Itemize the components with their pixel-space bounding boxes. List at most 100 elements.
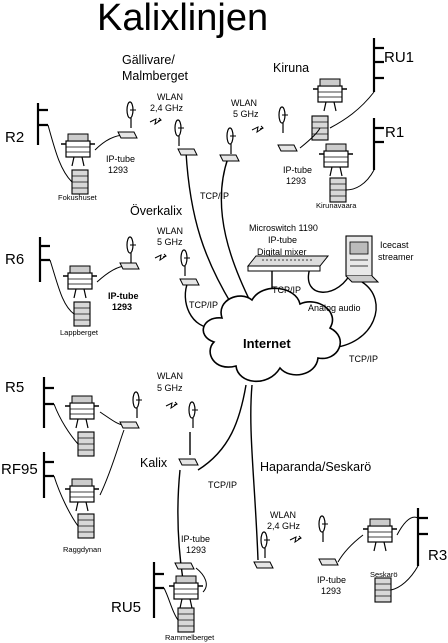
wlan-haparanda-line1: WLAN: [270, 510, 296, 520]
mast-ru1: [372, 38, 384, 92]
link-analog-audio: [307, 267, 353, 293]
box-kiruna-site: [277, 144, 298, 152]
mast-rf95: [42, 452, 54, 498]
tcpip-label-kalix: TCP/IP: [208, 480, 237, 490]
tcpip-label-studio: TCP/IP: [272, 285, 301, 295]
dish-gallivare-left: [126, 101, 137, 129]
wlan-gallivare-line2: 2,4 GHz: [150, 103, 184, 113]
location-lappberget: Lappberget: [60, 328, 99, 337]
mixer-line3: Digital mixer: [257, 247, 307, 257]
lappberget-iptube-2: 1293: [112, 302, 132, 312]
link-streamer-internet: [329, 281, 377, 349]
diagram-title: Kalixlinjen: [97, 0, 268, 39]
seskaro-iptube-1: IP-tube: [317, 575, 346, 585]
receiver-r6: R6: [5, 251, 24, 268]
wlan-overkalix-line1: WLAN: [157, 226, 183, 236]
location-kirunavaara: Kirunavaara: [316, 201, 357, 210]
box-kalix: [178, 458, 199, 466]
site-gallivare-line1: Gällivare/: [122, 53, 175, 67]
site-kalix: Kalix: [140, 456, 168, 470]
kiruna-iptube-1: IP-tube: [283, 165, 312, 175]
dish-kiruna-left: [226, 127, 237, 155]
transmitter-raggdynan-rf95: [64, 478, 100, 512]
receiver-r2: R2: [5, 129, 24, 146]
cabinet-seskaro: [374, 577, 392, 603]
transmitter-rammelberget: [168, 575, 204, 609]
cabinet-lappberget: [73, 301, 91, 327]
wlan-overkalix-line2: 5 GHz: [157, 237, 183, 247]
transmitter-raggdynan-r5: [64, 395, 100, 429]
location-seskaro: Seskarö: [370, 570, 398, 579]
box-kiruna-studio: [219, 154, 240, 162]
wlan-kiruna-line1: WLAN: [231, 98, 257, 108]
dish-overkalix-left: [126, 236, 137, 264]
internet-label: Internet: [243, 336, 291, 351]
dish-overkalix-right: [180, 249, 191, 277]
fokushuset-iptube-1: IP-tube: [106, 154, 135, 164]
mast-ru5: [152, 562, 164, 618]
cabinet-kiruna-r1: [329, 177, 347, 203]
wlan-raggdynan-line2: 5 GHz: [157, 383, 183, 393]
kiruna-iptube-2: 1293: [286, 176, 306, 186]
kalix-iptube-2: 1293: [186, 545, 206, 555]
cable-seskaro: [337, 516, 419, 591]
lappberget-iptube-1: IP-tube: [108, 291, 139, 301]
location-fokushuset: Fokushuset: [58, 193, 98, 202]
wlan-gallivare-line1: WLAN: [157, 92, 183, 102]
site-overkalix: Överkalix: [130, 204, 183, 218]
bolt-kiruna: [251, 125, 264, 133]
receiver-ru1: RU1: [384, 49, 414, 66]
dish-haparanda-right: [318, 515, 329, 543]
link-kalix-rammelberget: [177, 469, 184, 581]
receiver-r5: R5: [5, 379, 24, 396]
mixer-line1: Microswitch 1190: [249, 223, 318, 233]
site-haparanda: Haparanda/Seskarö: [260, 460, 371, 474]
receiver-r1: R1: [385, 124, 404, 141]
bolt-raggdynan: [165, 401, 178, 409]
box-fokushuset: [117, 131, 138, 139]
receiver-rf95: RF95: [1, 461, 38, 478]
site-gallivare-line2: Malmberget: [122, 69, 189, 83]
bolt-haparanda: [289, 535, 302, 543]
receiver-r3: R3: [428, 547, 447, 564]
site-kiruna: Kiruna: [273, 61, 309, 75]
cabinet-raggdynan-r5: [77, 431, 95, 457]
location-rammelberget: Rammelberget: [165, 633, 215, 642]
dish-raggdynan-left: [132, 391, 143, 419]
dish-kiruna-right: [278, 106, 289, 134]
location-raggdynan: Raggdynan: [63, 545, 101, 554]
bolt-gallivare: [149, 117, 162, 125]
transmitter-kiruna-ru1: [312, 78, 348, 112]
box-haparanda-studio: [253, 561, 274, 569]
streamer-line2: streamer: [378, 252, 414, 262]
mixer-line2: IP-tube: [268, 235, 297, 245]
streamer-line1: Icecast: [380, 240, 409, 250]
link-haparanda-internet: [250, 384, 259, 561]
transmitter-seskaro: [362, 518, 398, 552]
seskaro-iptube-2: 1293: [321, 586, 341, 596]
wlan-raggdynan-line1: WLAN: [157, 371, 183, 381]
digital-mixer: [246, 255, 330, 272]
icecast-streamer: [345, 235, 380, 283]
dish-raggdynan-right: [188, 401, 199, 429]
tcpip-label-streamer: TCP/IP: [349, 354, 378, 364]
mast-r6: [38, 237, 50, 282]
cabinet-fokushuset: [71, 169, 89, 195]
cable-rammelberget: [163, 567, 207, 621]
mast-r3: [416, 508, 428, 566]
box-rammelberget: [174, 562, 195, 570]
box-haparanda-site: [318, 558, 339, 566]
link-kiruna-internet: [220, 157, 253, 306]
internet-cloud: [202, 287, 342, 383]
tcpip-label-overkalix: TCP/IP: [189, 300, 218, 310]
cabinet-rammelberget: [177, 607, 195, 633]
box-lappberget: [119, 262, 140, 270]
wlan-haparanda-line2: 2,4 GHz: [267, 521, 301, 531]
bolt-overkalix: [154, 253, 167, 261]
mast-r5: [42, 377, 54, 428]
transmitter-fokushuset: [60, 133, 96, 167]
dish-gallivare-right: [174, 119, 185, 147]
transmitter-lappberget: [62, 265, 98, 299]
cabinet-raggdynan-rf95: [77, 513, 95, 539]
